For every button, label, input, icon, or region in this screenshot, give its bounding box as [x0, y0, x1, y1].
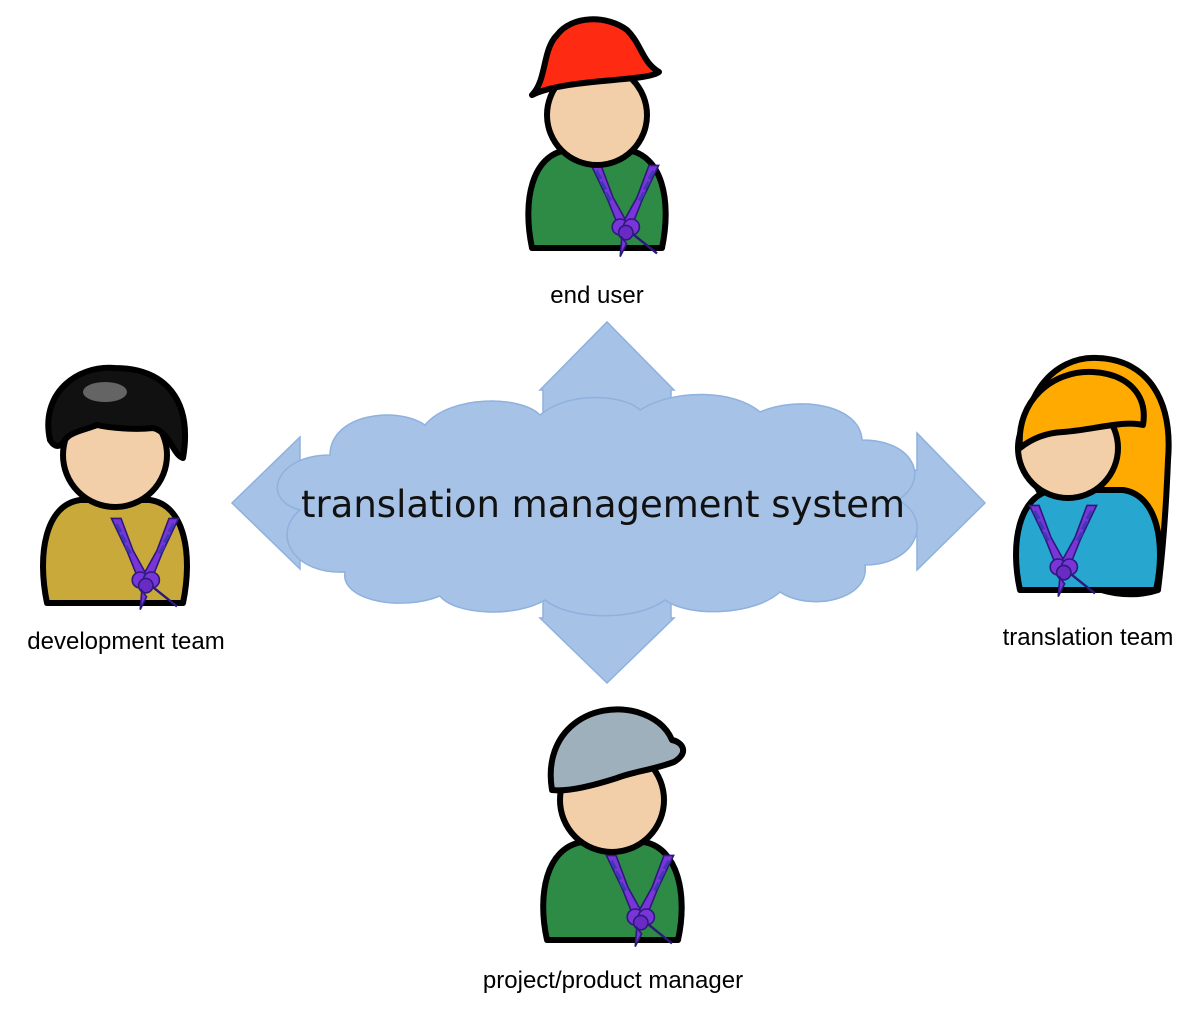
orange-fringe-icon	[1016, 368, 1147, 451]
development-team-shirt	[40, 497, 190, 606]
actor-end-user: end user	[525, 16, 669, 309]
development-team-label: development team	[27, 628, 224, 655]
translation-team-label: translation team	[1003, 624, 1174, 651]
end-user-label: end user	[550, 282, 643, 309]
red-hat-icon	[529, 16, 662, 98]
actor-translation-team: translation team	[1003, 354, 1174, 651]
grey-cap-icon	[547, 706, 687, 794]
actor-development-team: development team	[27, 364, 225, 655]
actor-project-manager: project/product manager	[483, 706, 743, 994]
black-hair-icon	[45, 364, 188, 461]
translation-management-system-cloud: translation management system	[276, 393, 918, 617]
project-manager-label: project/product manager	[483, 967, 743, 994]
center-label: translation management system	[301, 483, 905, 526]
